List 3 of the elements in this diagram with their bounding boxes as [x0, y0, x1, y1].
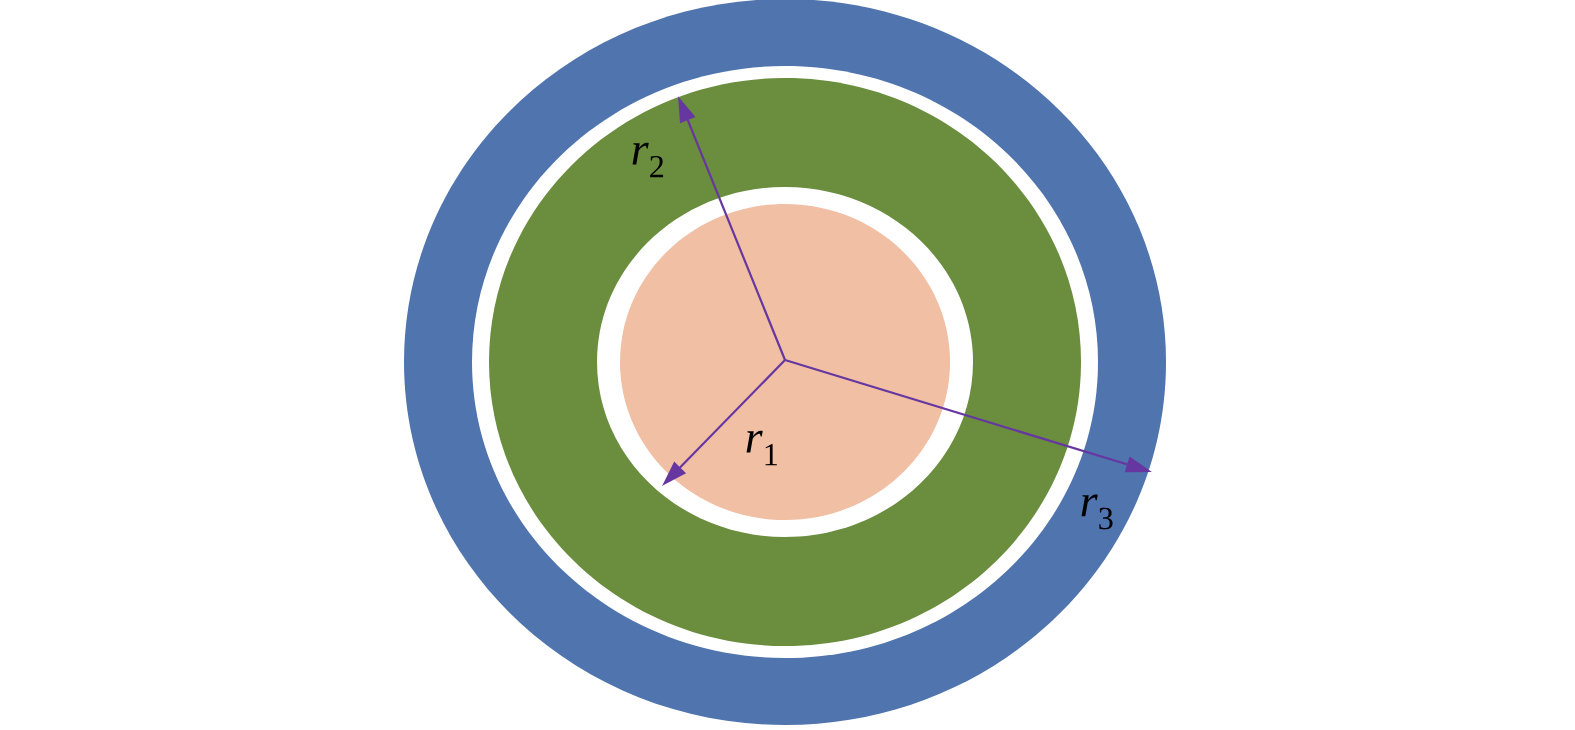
radius-label: r$_{1}$	[746, 430, 777, 466]
radius-label: r$_{3}$	[1081, 494, 1113, 530]
radius-label: r$_{2}$	[632, 142, 664, 178]
